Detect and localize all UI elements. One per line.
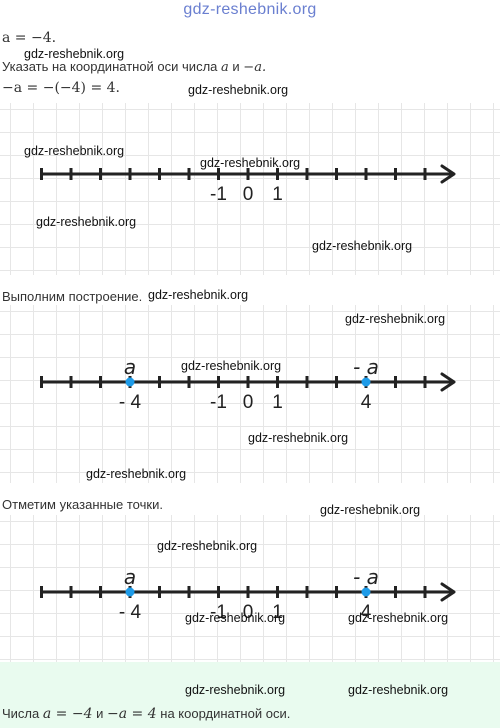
tick-label: 1 (272, 184, 283, 205)
watermark: gdz-reshebnik.org (312, 239, 413, 253)
watermark: gdz-reshebnik.org (188, 83, 289, 97)
calculation: −a = −(−4) = 4. (2, 80, 120, 96)
watermark: gdz-reshebnik.org (348, 683, 449, 697)
grid-panel-2 (0, 305, 500, 483)
axis-arrow (440, 164, 456, 184)
task-var-neg-a: −a. (243, 60, 267, 75)
watermark: gdz-reshebnik.org (24, 144, 125, 158)
task-text-main: Указать на координатной оси числа (2, 59, 218, 74)
watermark: gdz-reshebnik.org (148, 288, 249, 302)
watermark: gdz-reshebnik.org (320, 503, 421, 517)
grid-panel-3 (0, 515, 500, 662)
axis-arrow (440, 372, 456, 392)
tick-label: 0 (243, 184, 254, 205)
watermark: gdz-reshebnik.org (86, 467, 187, 481)
watermark: gdz-reshebnik.org (345, 312, 446, 326)
tick-label: -1 (210, 184, 227, 205)
watermark: gdz-reshebnik.org (200, 156, 301, 170)
tick-label: 1 (272, 602, 283, 623)
watermark-top: gdz-reshebnik.org (183, 1, 317, 18)
given-equation: a = −4. (2, 30, 57, 46)
point-bottom-label: - 4 (119, 602, 142, 623)
conclusion-pre: Числа (2, 706, 40, 721)
point-bottom-label: 4 (361, 392, 372, 413)
tick-label: 0 (243, 392, 254, 413)
watermark: gdz-reshebnik.org (181, 359, 282, 373)
step-build: Выполним построение. (2, 289, 143, 304)
conclusion-and: и (96, 706, 104, 721)
watermark: gdz-reshebnik.org (348, 611, 449, 625)
point-bottom-label: - 4 (119, 392, 142, 413)
conclusion-eq1: a = −4 (42, 706, 93, 722)
point-marker (361, 587, 371, 597)
tick-label: 1 (272, 392, 283, 413)
point-top-label: - a (353, 565, 379, 589)
conclusion-post: на координатной оси. (160, 706, 291, 721)
watermark: gdz-reshebnik.org (157, 539, 258, 553)
task-var-a: a (221, 60, 229, 75)
point-marker (361, 377, 371, 387)
task-text: Указать на координатной оси числа a и −a… (2, 59, 266, 75)
tick-label: 0 (243, 602, 254, 623)
grid-panel-1 (0, 103, 500, 275)
watermark: gdz-reshebnik.org (24, 47, 125, 61)
point-marker (125, 587, 135, 597)
task-and: и (232, 59, 240, 74)
conclusion-band (0, 662, 500, 728)
point-top-label: a (124, 565, 136, 589)
watermark: gdz-reshebnik.org (36, 215, 137, 229)
point-top-label: - a (353, 355, 379, 379)
watermark: gdz-reshebnik.org (185, 611, 286, 625)
conclusion: Числа a = −4 и −a = 4 на координатной ос… (2, 706, 290, 722)
point-top-label: a (124, 355, 136, 379)
point-marker (125, 377, 135, 387)
conclusion-eq2: −a = 4 (107, 706, 157, 722)
axis-arrow (440, 582, 456, 602)
tick-label: -1 (210, 392, 227, 413)
tick-label: -1 (210, 602, 227, 623)
watermark: gdz-reshebnik.org (248, 431, 349, 445)
point-bottom-label: 4 (361, 602, 372, 623)
step-mark-points: Отметим указанные точки. (2, 497, 163, 512)
watermark: gdz-reshebnik.org (185, 683, 286, 697)
